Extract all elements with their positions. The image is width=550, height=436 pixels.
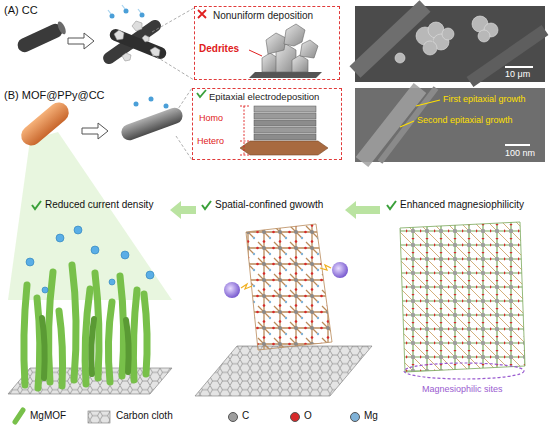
annotation-text: Dedrites [199, 43, 239, 55]
callout-title: Epitaxial electrodeposition [209, 92, 319, 103]
panel-label: (A) CC [4, 4, 38, 17]
legend-text: Mg [364, 410, 378, 422]
legend-text: C [242, 410, 249, 422]
site-label: Magnesiophilic sites [422, 384, 503, 394]
legend-swatch [350, 412, 360, 422]
scale-bar-label: 100 nm [505, 148, 535, 158]
sem-image: First epitaxial growthSecond epitaxial g… [355, 88, 545, 162]
callout-box: Nonuniform depositionDedrites [194, 6, 340, 80]
image-annotation: Second epitaxial growth [417, 115, 513, 125]
feature-label: Spatial-confined gwowth [215, 199, 323, 211]
legend-text: MgMOF [30, 410, 66, 422]
annotation-text: Homo [199, 113, 223, 123]
feature-label: Reduced current density [45, 199, 153, 211]
callout-title: Nonuniform deposition [213, 10, 313, 22]
annotation-text: Hetero [197, 136, 224, 146]
legend-swatch [228, 412, 238, 422]
scale-bar-label: 10 μm [505, 69, 530, 79]
panel-label: (B) MOF@PPy@CC [4, 89, 105, 102]
legend-text: O [304, 410, 312, 422]
feature-label: Enhanced magnesiophilicity [400, 199, 524, 211]
callout-box: Epitaxial electrodepositionHomoHetero [192, 88, 342, 160]
legend-text: Carbon cloth [116, 410, 173, 422]
sem-image: 10 μm [355, 6, 545, 82]
legend-swatch [290, 412, 300, 422]
image-annotation: First epitaxial growth [443, 94, 526, 104]
